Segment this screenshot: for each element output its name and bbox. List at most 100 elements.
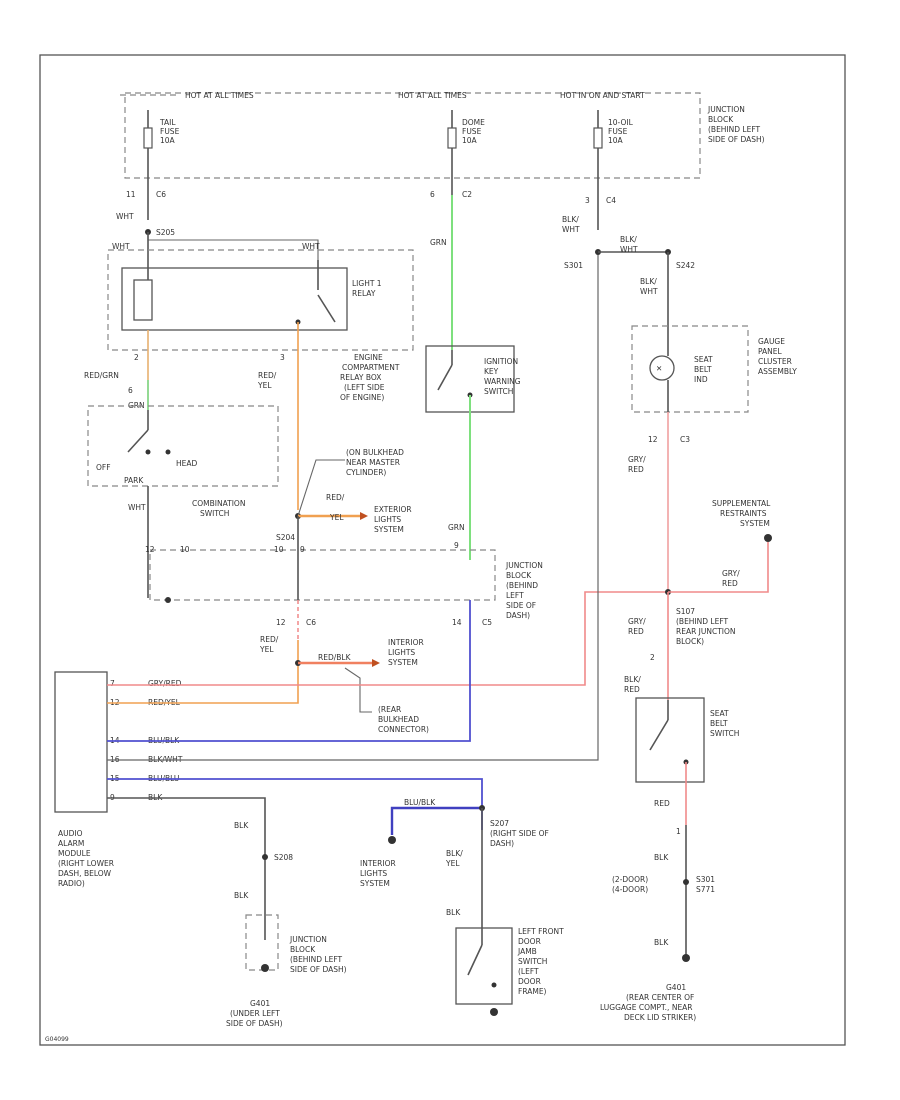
svg-text:GRY/RED: GRY/RED [148,679,182,688]
hot-label-b: HOT AT ALL TIMES [398,91,467,100]
label-red-yel-2: RED/ YEL [259,635,281,654]
label-c3: C3 [680,435,690,444]
svg-text:10A: 10A [160,136,176,145]
leader-master-cyl [297,459,345,517]
label-ignition-key: IGNITION KEY WARNING SWITCH [484,357,523,396]
wire-blk-module [107,797,266,940]
label-blk-red: BLK/ RED [624,675,643,694]
label-gauge-assembly: GAUGE PANEL CLUSTER ASSEMBLY [758,337,797,376]
label-combination-switch: COMBINATION SWITCH [192,499,248,518]
label-red-grn: RED/GRN [84,371,119,380]
label-doors: (2-DOOR) (4-DOOR) [612,875,651,894]
label-pin-6: 6 [128,386,133,395]
combo-park: PARK [124,476,144,485]
label-pin-9: 9 [454,541,459,550]
label-blk-wht-1: BLK/ WHT [562,215,581,234]
hot-label-c: HOT IN ON AND START [560,91,645,100]
label-red-blk: RED/BLK [318,653,352,662]
wire-blu-blk-module [107,600,471,742]
label-gry-red-1: GRY/ RED [628,455,648,474]
combo-wht: WHT [128,503,146,512]
label-supplemental: SUPPLEMENTAL RESTRAINTS SYSTEM [712,499,773,528]
label-light-relay: LIGHT 1 RELAY [352,279,384,298]
label-blk-gnd2: BLK [234,891,249,900]
footer-code: G04099 [45,1036,69,1043]
label-grn-left: GRN [128,401,145,410]
wire-red-yel-module [107,700,299,704]
label-grn-dome: GRN [430,238,447,247]
label-audio-alarm: AUDIO ALARM MODULE (RIGHT LOWER DASH, BE… [58,829,116,888]
label-junction-block-gnd: JUNCTION BLOCK (BEHIND LEFT SIDE OF DASH… [289,935,347,974]
label-rear-bulkhead: (REAR BULKHEAD CONNECTOR) [378,705,429,734]
wire-wht-top: WHT [116,212,134,221]
label-junction-block-mid: JUNCTION BLOCK (BEHIND LEFT SIDE OF DASH… [505,561,545,620]
label-pin-10b: 10 [274,545,284,554]
junction-block-mid [149,549,496,601]
relay-pin-3: 3 [280,353,285,362]
svg-text:FUSE: FUSE [608,127,628,136]
combination-switch-box [87,405,279,487]
label-blu-blk-int: BLU/BLK [404,798,436,807]
gauge-panel-cluster [631,325,749,413]
label-blk-r1: BLK [654,853,669,862]
seat-belt-indicator [649,355,675,381]
label-pin-10: 10 [180,545,190,554]
svg-text:C4: C4 [606,196,616,205]
label-c6: C6 [306,618,316,627]
label-pin-9b: 9 [300,545,305,554]
label-engine-relay-box: ENGINE COMPARTMENT RELAY BOX (LEFT SIDE … [340,353,402,402]
light-relay [121,267,348,331]
label-s205: S205 [156,228,175,237]
label-gry-red-2: GRY/ RED [722,569,742,588]
label-c5-pin: 14 [452,618,462,627]
junction-block-top-label: JUNCTION BLOCK (BEHIND LEFT SIDE OF DASH… [707,105,765,144]
svg-text:TAIL: TAIL [159,118,176,127]
hot-label-a: HOT AT ALL TIMES [185,91,254,100]
svg-text:C6: C6 [156,190,166,199]
relay-wht-a: WHT [112,242,130,251]
ground-g401 [261,964,269,972]
label-left-door-switch: LEFT FRONT DOOR JAMB SWITCH (LEFT DOOR F… [517,927,566,996]
wire-blu-blk-int [390,806,482,835]
relay-wht-b: WHT [302,242,320,251]
label-blk-gnd1: BLK [234,821,249,830]
relay-contact [317,294,336,323]
svg-text:10A: 10A [462,136,478,145]
arrow-exterior-lights [360,512,368,520]
label-pin-2: 2 [650,653,655,662]
svg-text:10A: 10A [608,136,624,145]
label-s107-desc: (BEHIND LEFT REAR JUNCTION BLOCK) [676,617,738,646]
label-s242: S242 [676,261,695,270]
seat-belt-switch-blade [649,719,669,751]
left-door-switch-box [455,927,513,1005]
label-s208: S208 [274,853,293,862]
label-blk-wht-3: BLK/ WHT [640,277,659,296]
label-blk-r2: BLK [654,938,669,947]
door-switch-blade [467,944,483,976]
label-grn-mid: GRN [448,523,465,532]
diagram-frame [39,54,846,1046]
combo-off: OFF [96,463,111,472]
label-blk-yel: BLK/ YEL [445,849,465,868]
label-interior-lights-2: INTERIOR LIGHTS SYSTEM [360,859,398,888]
svg-text:11: 11 [126,190,136,199]
label-s107: S107 [676,607,695,616]
arrow-interior-lights-2 [388,836,396,844]
label-pin-12: 12 [145,545,155,554]
label-seat-belt-switch: SEAT BELT SWITCH [710,709,739,738]
wire-blk-wht-module [107,252,599,761]
combo-head: HEAD [176,459,198,468]
ignition-switch-blade [437,364,453,391]
label-c6-pin: 12 [276,618,286,627]
svg-text:FUSE: FUSE [462,127,482,136]
seat-belt-switch-box [635,697,705,783]
label-s207-desc: (RIGHT SIDE OF DASH) [490,829,551,848]
label-c5: C5 [482,618,492,627]
fuse-ign: 10-OIL FUSE 10A 3 C4 [585,110,634,230]
svg-text:✕: ✕ [656,364,662,373]
label-s204: S204 [276,533,295,542]
fuse-dome: DOME FUSE 10A 6 C2 [430,110,485,199]
svg-text:DOME: DOME [462,118,485,127]
label-s301b: S301 S771 [696,875,717,894]
